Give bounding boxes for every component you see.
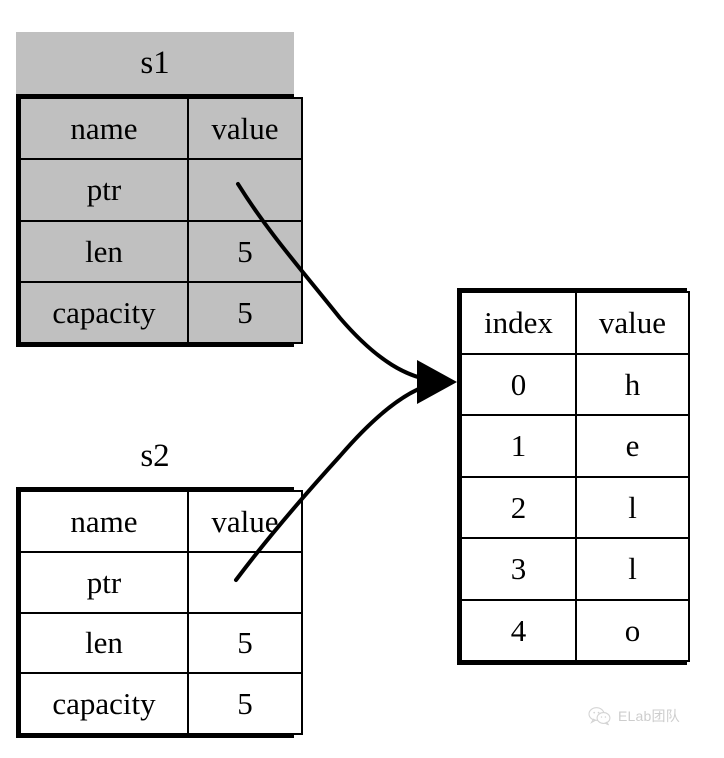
heap-cell-value-0: h xyxy=(575,352,690,416)
s1-cell-name-capacity: capacity xyxy=(19,280,189,345)
s2-header-row: name value xyxy=(19,490,303,553)
heap-cell-value-1: e xyxy=(575,414,690,478)
heap-row-1: 1 e xyxy=(460,414,690,478)
heap-header-row: index value xyxy=(460,291,690,355)
s1-title-background xyxy=(16,32,294,94)
s1-row-ptr: ptr xyxy=(19,158,303,222)
s2-header-value: value xyxy=(187,490,303,553)
s2-cell-name-ptr: ptr xyxy=(19,550,189,614)
heap-cell-value-2: l xyxy=(575,475,690,539)
heap-cell-index-1: 1 xyxy=(460,414,577,478)
s2-row-len: len 5 xyxy=(19,611,303,675)
s2-cell-name-len: len xyxy=(19,611,189,675)
s1-row-capacity: capacity 5 xyxy=(19,280,303,345)
s2-cell-value-len: 5 xyxy=(187,611,303,675)
s1-row-len: len 5 xyxy=(19,219,303,283)
heap-cell-index-0: 0 xyxy=(460,352,577,416)
heap-row-3: 3 l xyxy=(460,537,690,601)
s2-cell-name-capacity: capacity xyxy=(19,672,189,735)
s2-cell-value-ptr xyxy=(187,550,303,614)
s1-cell-name-ptr: ptr xyxy=(19,158,189,222)
heap-cell-index-4: 4 xyxy=(460,598,577,662)
wechat-icon xyxy=(588,707,611,726)
heap-row-4: 4 o xyxy=(460,598,690,662)
s1-title-label: s1 xyxy=(140,44,170,81)
watermark-text: ELab团队 xyxy=(618,708,680,724)
heap-cell-value-3: l xyxy=(575,537,690,601)
s1-cell-value-len: 5 xyxy=(187,219,303,283)
arrowhead-icon xyxy=(417,360,457,404)
s1-cell-name-len: len xyxy=(19,219,189,283)
heap-header-value: value xyxy=(575,291,690,355)
s2-row-ptr: ptr xyxy=(19,550,303,614)
s2-header-name: name xyxy=(19,490,189,553)
heap-row-2: 2 l xyxy=(460,475,690,539)
s2-cell-value-capacity: 5 xyxy=(187,672,303,735)
s1-cell-value-ptr xyxy=(187,158,303,222)
s1-header-row: name value xyxy=(19,96,303,161)
heap-header-index: index xyxy=(460,291,577,355)
heap-cell-value-4: o xyxy=(575,598,690,662)
heap-cell-index-3: 3 xyxy=(460,537,577,601)
heap-data-table: index value 0 h 1 e 2 l 3 l xyxy=(457,288,690,665)
heap-cell-index-2: 2 xyxy=(460,475,577,539)
s1-cell-value-capacity: 5 xyxy=(187,280,303,345)
s1-header-name: name xyxy=(19,96,189,161)
watermark: ELab团队 xyxy=(588,706,680,726)
heap-row-0: 0 h xyxy=(460,352,690,416)
s2-title-label: s2 xyxy=(140,437,170,474)
s1-struct-table: name value ptr len 5 capacity 5 xyxy=(16,94,303,347)
s2-struct-table: name value ptr len 5 capacity 5 xyxy=(16,487,303,738)
s1-header-value: value xyxy=(187,96,303,161)
s2-row-capacity: capacity 5 xyxy=(19,672,303,735)
